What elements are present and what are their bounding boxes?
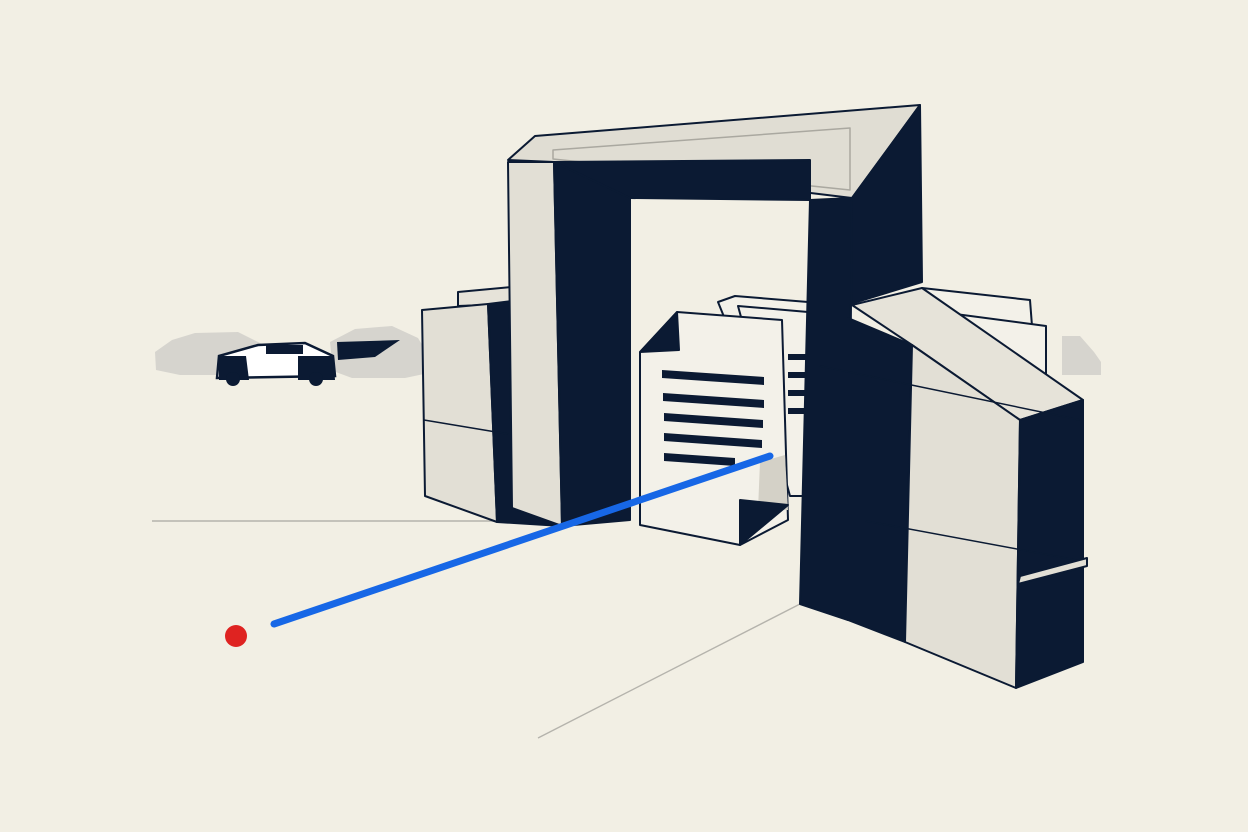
floor-guides xyxy=(152,520,801,739)
right-cabinet-dark-left xyxy=(847,317,913,643)
document-bottom-fold xyxy=(739,499,789,546)
back-doc-line-3 xyxy=(788,390,806,396)
car-wheel-rear xyxy=(226,372,240,386)
document-corner-fold xyxy=(639,311,680,353)
back-doc-line-1 xyxy=(788,354,806,360)
dark-car-roof xyxy=(337,340,400,360)
floor-line-diagonal xyxy=(537,603,801,739)
document-icon xyxy=(639,311,789,546)
document-shadow-edge xyxy=(758,455,788,510)
archive-gate-icon xyxy=(421,104,1088,689)
car-front-dark xyxy=(298,356,335,380)
right-cabinet-shelf-edge xyxy=(1017,557,1088,585)
right-crossline xyxy=(819,365,1081,421)
left-stack-front xyxy=(421,303,498,523)
left-stack-seam xyxy=(423,419,509,435)
car-icon xyxy=(215,341,337,386)
document-line-1 xyxy=(662,370,764,385)
ghost-car-right-icon xyxy=(1062,336,1101,375)
beam-inner-groove xyxy=(552,127,851,191)
car-window xyxy=(266,345,303,354)
right-cabinet-seam xyxy=(865,520,1088,563)
left-pillar-inner xyxy=(553,161,631,527)
back-document-lines xyxy=(788,354,806,414)
document-line-4 xyxy=(664,433,762,448)
document-line-2 xyxy=(663,393,764,408)
back-doc-line-2 xyxy=(788,372,806,378)
pointer-line xyxy=(270,452,774,628)
back-doc-line-4 xyxy=(788,408,806,414)
car-wheel-front xyxy=(309,372,323,386)
document-line-5 xyxy=(664,453,735,466)
dot-marker-icon xyxy=(225,625,247,647)
right-cabinet-side xyxy=(1015,399,1084,689)
document-line-3 xyxy=(664,413,763,428)
car-rear-dark xyxy=(219,356,249,380)
right-pillar-inner xyxy=(799,197,853,621)
left-pillar-front xyxy=(507,161,563,527)
document-text-lines xyxy=(662,370,764,466)
